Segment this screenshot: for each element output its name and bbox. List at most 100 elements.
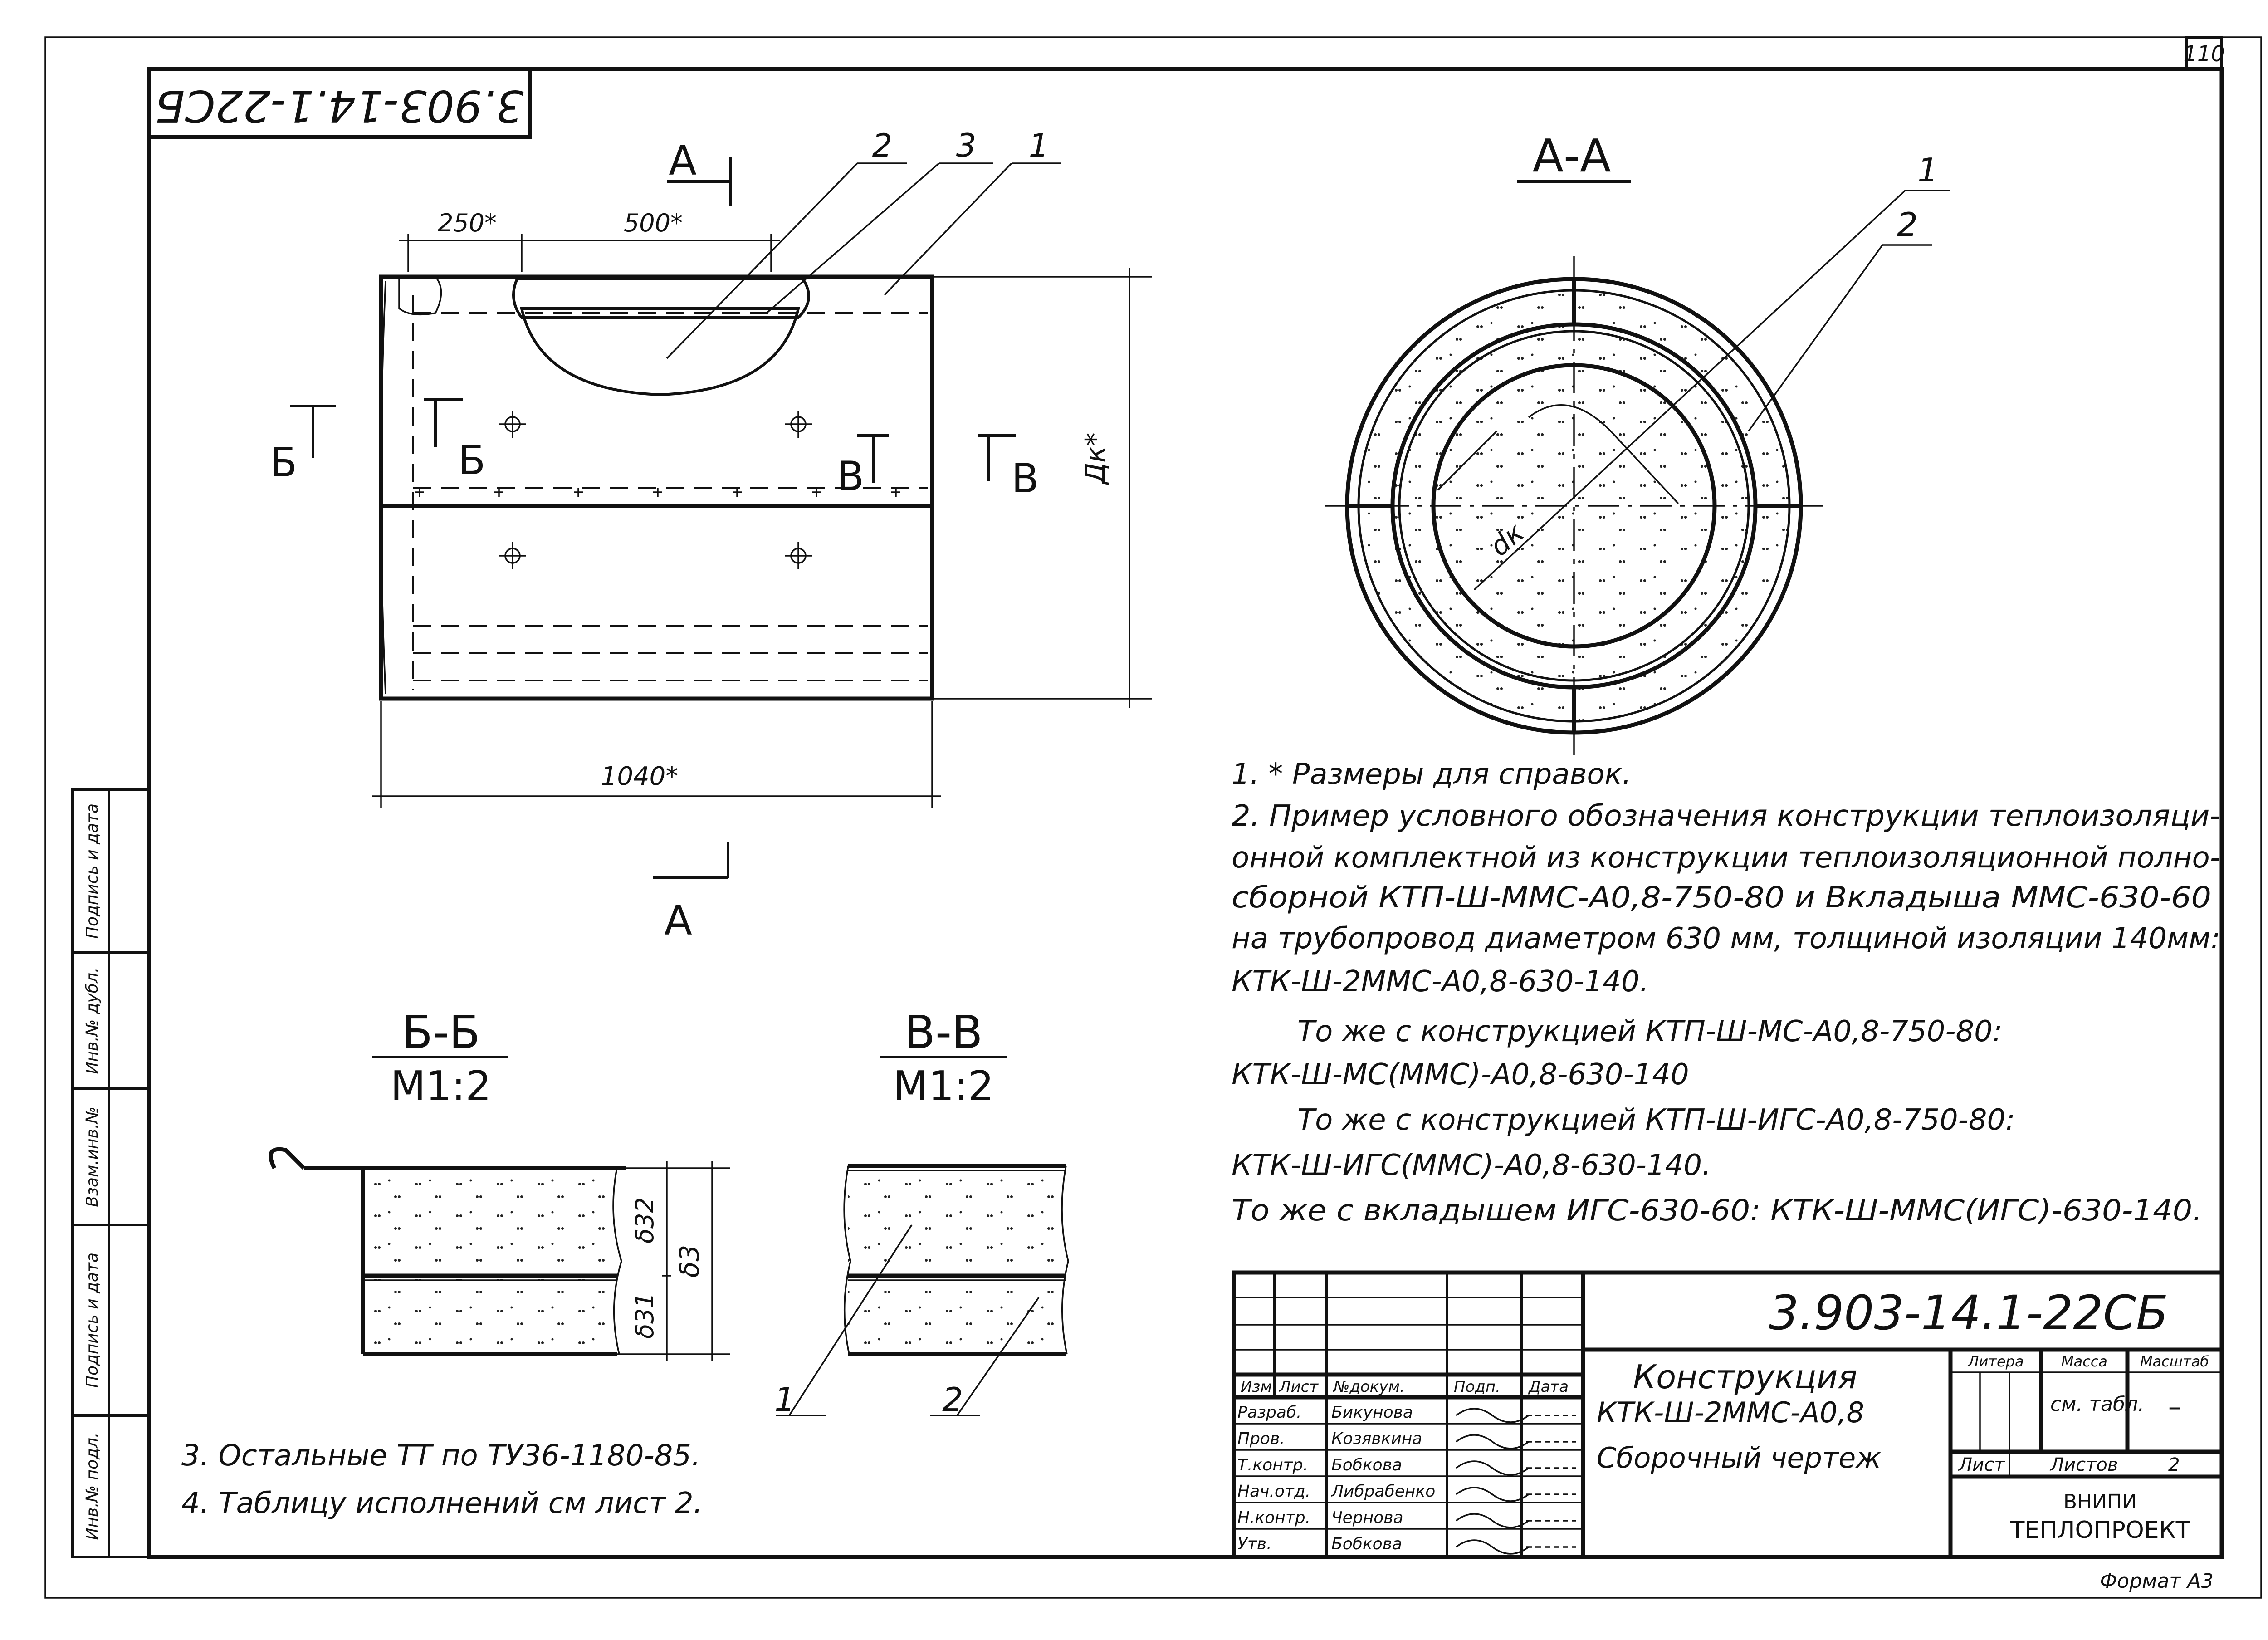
masshtab-value: –: [2168, 1392, 2181, 1422]
section-vv: В-В М1:2 1 2: [774, 1006, 1069, 1419]
title-name-1: Конструкция: [1633, 1358, 1857, 1396]
dim-250: 250*: [438, 209, 497, 237]
signature-scribbles: [1455, 1408, 1530, 1555]
hdr-podp: Подп.: [1454, 1378, 1501, 1396]
hdr-masshtab: Масштаб: [2140, 1353, 2209, 1370]
page-number-box: [2185, 36, 2223, 70]
callout-3: 3: [956, 127, 977, 164]
strip-label-4: Подпись и дата: [83, 1253, 102, 1388]
dim-dk: Дк*: [1080, 432, 1111, 485]
strip-label-5: Инв.№ подл.: [83, 1433, 102, 1540]
listov-value: 2: [2168, 1454, 2180, 1475]
fastener-3: [499, 542, 526, 569]
aa-callout-2: 2: [1897, 206, 1918, 244]
title-name-2: КТК-Ш-2ММС-А0,8: [1597, 1396, 1864, 1429]
bb-delta-31: δ31: [631, 1292, 659, 1339]
dim-500: 500*: [624, 209, 683, 237]
date-scribbles: [1526, 1415, 1576, 1548]
title-name-3: Сборочный чертеж: [1597, 1441, 1881, 1474]
hdr-doc: №докум.: [1333, 1378, 1405, 1396]
section-vv-scale: М1:2: [893, 1062, 994, 1110]
format-label: Формат А3: [2100, 1570, 2214, 1593]
bb-layer-top: [363, 1170, 617, 1273]
section-vv-title: В-В: [904, 1006, 982, 1059]
row-role-6: Утв.: [1237, 1535, 1272, 1553]
row-role-2: Пров.: [1237, 1429, 1285, 1448]
hdr-data: Дата: [1528, 1378, 1569, 1396]
note-line-1: 1. * Размеры для справок.: [1232, 758, 1632, 791]
row-name-5: Чернова: [1331, 1508, 1403, 1527]
note-line-4: сборной КТП-Ш-ММС-А0,8-750-80 и Вкладыша…: [1232, 881, 2211, 915]
hdr-list: Лист: [1278, 1378, 1319, 1396]
bb-delta-3: δ3: [674, 1245, 705, 1278]
section-mark-v-inner: В: [837, 453, 864, 499]
note-line-6: КТК-Ш-2ММС-А0,8-630-140.: [1232, 965, 1649, 999]
vv-callout-1: 1: [774, 1381, 795, 1419]
org-name-1: ВНИПИ: [2063, 1490, 2137, 1513]
note-line-10: КТК-Ш-ИГС(ММС)-А0,8-630-140.: [1232, 1149, 1711, 1182]
outer-border: [44, 36, 2262, 1599]
fastener-2: [785, 411, 812, 438]
notes-bottom: 3. Остальные ТТ по ТУ36-1180-85. 4. Табл…: [181, 1439, 703, 1520]
note-line-5: на трубопровод диаметром 630 мм, толщино…: [1232, 922, 2220, 955]
section-bb-scale: М1:2: [391, 1062, 492, 1110]
row-name-2: Козявкина: [1331, 1429, 1422, 1448]
section-mark-a-top: А: [669, 137, 697, 185]
callout-1: 1: [1029, 127, 1049, 164]
notes-block: 1. * Размеры для справок. 2. Пример усло…: [1232, 758, 2220, 1228]
rivet-row: [415, 488, 900, 497]
section-mark-b-left: Б: [270, 439, 297, 486]
cutaway-insulation: [512, 278, 810, 319]
hdr-litera: Литера: [1967, 1353, 2024, 1370]
row-name-3: Бобкова: [1331, 1456, 1402, 1474]
section-mark-a-bottom: А: [664, 897, 692, 945]
strip-label-2: Инв.№ дубл.: [83, 968, 102, 1074]
note-line-9: То же с конструкцией КТП-Ш-ИГС-А0,8-750-…: [1297, 1103, 2015, 1137]
strip-label-3: Взам.инв.№: [83, 1106, 102, 1207]
row-name-4: Либрабенко: [1330, 1482, 1435, 1501]
note-line-8: КТК-Ш-МС(ММС)-А0,8-630-140: [1232, 1058, 1689, 1092]
note-bottom-4: 4. Таблицу исполнений см лист 2.: [181, 1487, 703, 1520]
main-view: 250* 500* 1040* Дк* А А Б Б В В: [270, 127, 1152, 945]
row-name-1: Бикунова: [1331, 1403, 1413, 1422]
note-bottom-3: 3. Остальные ТТ по ТУ36-1180-85.: [181, 1439, 700, 1473]
bb-layer-bottom: [363, 1279, 617, 1354]
fastener-1: [499, 411, 526, 438]
hdr-massa: Масса: [2061, 1353, 2107, 1370]
section-bb-title: Б-Б: [401, 1006, 480, 1059]
row-name-6: Бобкова: [1331, 1535, 1402, 1553]
org-name-2: ТЕПЛОПРОЕКТ: [2010, 1517, 2190, 1544]
hdr-izm: Изм: [1241, 1378, 1272, 1396]
section-aa: А-А 1 2 dк: [1325, 129, 1950, 755]
row-role-3: Т.контр.: [1237, 1456, 1308, 1474]
dim-1040: 1040*: [601, 762, 679, 791]
massa-value: см. табл.: [2050, 1393, 2144, 1416]
section-mark-v-right: В: [1012, 455, 1039, 502]
note-line-11: То же с вкладышем ИГС-630-60: КТК-Ш-ММС(…: [1232, 1194, 2202, 1228]
bb-delta-32: δ32: [631, 1197, 659, 1243]
page-number: 110: [2183, 41, 2225, 67]
aa-callout-1: 1: [1917, 151, 1938, 189]
title-doc-code: 3.903-14.1-22СБ: [1769, 1285, 2169, 1341]
row-role-5: Н.контр.: [1237, 1508, 1310, 1527]
cutaway-mesh: [520, 307, 800, 397]
list-label: Лист: [1958, 1454, 2005, 1475]
row-role-1: Разраб.: [1237, 1403, 1301, 1422]
listov-label: Листов: [2049, 1454, 2118, 1475]
row-role-4: Нач.отд.: [1237, 1482, 1310, 1501]
fastener-4: [785, 542, 812, 569]
rotated-code: 3.903-14.1-22СБ: [155, 81, 524, 132]
left-strip: Подпись и дата Инв.№ дубл. Взам.инв.№ По…: [71, 788, 150, 1558]
note-line-3: онной комплектной из конструкции теплоиз…: [1232, 841, 2220, 875]
vv-layer-bottom: [848, 1280, 1066, 1354]
section-mark-b-inner: Б: [458, 437, 485, 484]
rotated-code-box: [147, 67, 532, 139]
strip-label-1: Подпись и дата: [83, 803, 102, 939]
section-bb: Б-Б М1:2 δ32 δ31 δ3: [269, 1006, 730, 1361]
title-block: Изм Лист №докум. Подп. Дата Разраб. Бику…: [1232, 1270, 2224, 1559]
section-aa-title: А-А: [1533, 129, 1611, 182]
note-line-7: То же с конструкцией КТП-Ш-МС-А0,8-750-8…: [1297, 1015, 2002, 1048]
vv-callout-2: 2: [942, 1381, 963, 1419]
note-line-2: 2. Пример условного обозначения конструк…: [1232, 799, 2220, 833]
